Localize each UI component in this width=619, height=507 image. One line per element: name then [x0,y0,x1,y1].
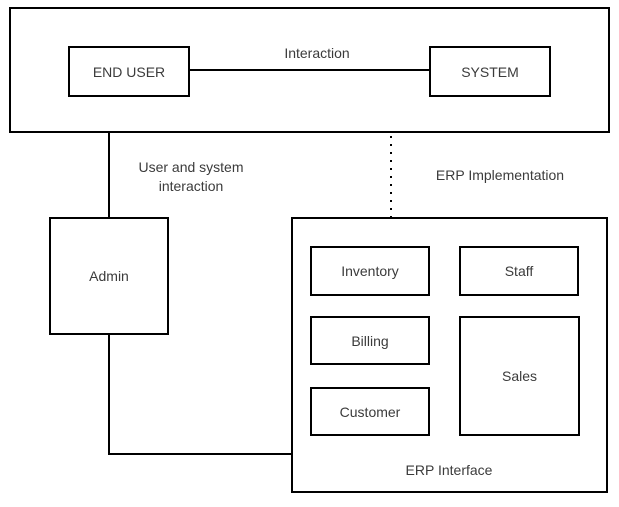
edge-container-admin [108,133,110,217]
node-inventory-label: Inventory [341,263,399,279]
node-system: SYSTEM [429,46,551,97]
node-system-label: SYSTEM [461,63,519,80]
edge-admin-erp-vertical [108,335,110,455]
edge-label-erp-implementation: ERP Implementation [435,167,565,183]
edge-container-erp-dotted [390,136,392,217]
node-billing: Billing [310,316,430,365]
node-billing-label: Billing [351,332,389,349]
node-staff-label: Staff [504,263,534,279]
erp-interface-label: ERP Interface [405,462,493,478]
node-admin: Admin [49,217,169,335]
edge-enduser-system [190,69,429,71]
node-inventory: Inventory [310,246,430,296]
node-sales: Sales [459,316,580,436]
node-end-user-label: END USER [92,63,166,80]
edge-label-interaction: Interaction [284,45,350,61]
edge-label-user-system-interaction: User and system interaction [138,159,244,194]
node-sales-label: Sales [501,368,538,384]
edge-admin-erp-horizontal [108,453,291,455]
node-end-user: END USER [68,46,190,97]
node-customer-label: Customer [339,403,401,420]
node-customer: Customer [310,387,430,436]
node-admin-label: Admin [89,268,129,284]
node-staff: Staff [459,246,579,296]
